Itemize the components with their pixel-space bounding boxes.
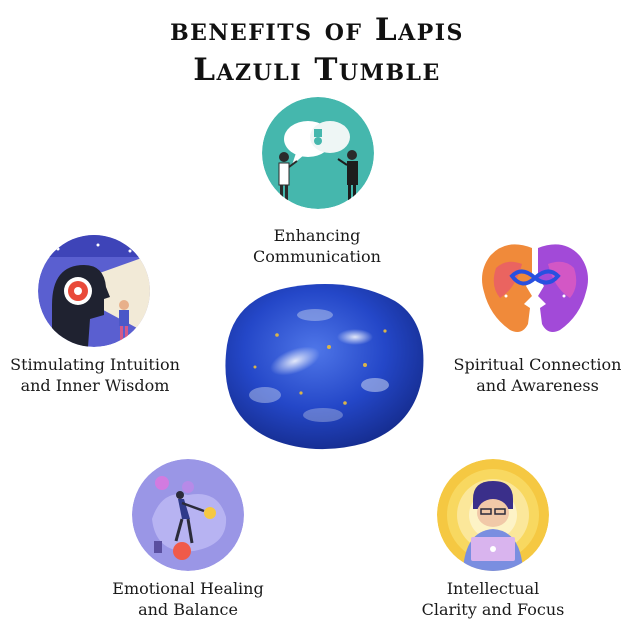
benefit-label-spiritual: Spiritual Connection and Awareness [453, 355, 622, 395]
communication-icon [262, 97, 374, 209]
spiritual-icon [476, 238, 594, 338]
lapis-lazuli-stone-image [205, 275, 435, 455]
intuition-icon [38, 235, 150, 347]
benefit-label-intellect: Intellectual Clarity and Focus [421, 579, 565, 619]
benefit-label-communication: Enhancing Communication [253, 226, 381, 266]
title-line-1: benefits of Lapis [170, 12, 464, 48]
benefit-label-intuition: Stimulating Intuition and Inner Wisdom [10, 355, 180, 395]
page-title: benefits of Lapis Lazuli Tumble [0, 10, 634, 90]
benefit-label-emotional: Emotional Healing and Balance [112, 579, 264, 619]
intellect-icon [437, 459, 549, 571]
emotional-icon [132, 459, 244, 571]
title-line-2: Lazuli Tumble [193, 52, 441, 88]
